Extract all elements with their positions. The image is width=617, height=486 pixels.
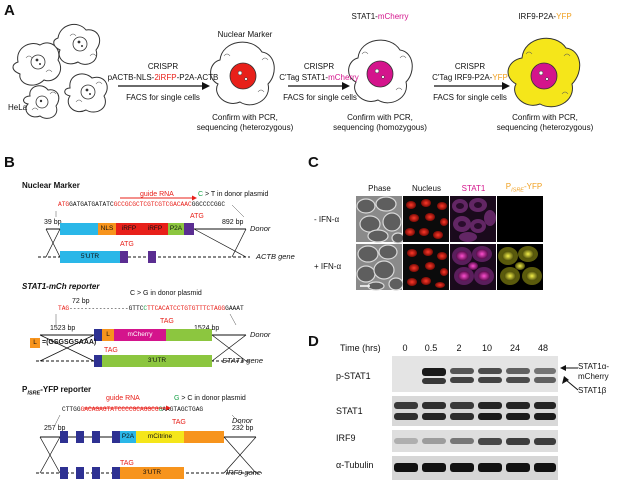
row-irf9: IRF9 <box>336 433 356 443</box>
blot-arrows <box>560 365 579 391</box>
row-plus-ifn: + IFN-α <box>314 262 342 271</box>
stat-mcherry-segment: mCherry <box>127 331 153 338</box>
stat-72bp: 72 bp <box>72 298 90 305</box>
step1-method: CRISPR <box>147 62 179 71</box>
nm-guide-rna: guide RNA <box>140 191 174 198</box>
arrow-stat1b-label: STAT1β <box>578 386 607 395</box>
row-minus-ifn: - IFN-α <box>314 215 340 224</box>
step2-confirm1: Confirm with PCR, <box>347 113 413 122</box>
col-phase: Phase <box>368 184 391 193</box>
step2-construct: C'Tag STAT1-mCherry <box>279 73 359 82</box>
col-nucleus: Nucleus <box>412 184 441 193</box>
micrograph-grid <box>356 196 543 291</box>
time-label: Time (hrs) <box>340 343 381 353</box>
nm-sequence: ATGGATGATGATATCGCCGCGCTCGTCGTCGACAACGGCC… <box>58 201 226 208</box>
hela-label: HeLa <box>8 103 28 112</box>
step2-confirm2: sequencing (homozygous) <box>333 123 427 132</box>
stat-sequence: TAG----------------GTTCCTTCACATCCTGTGTTT… <box>58 305 244 312</box>
nm-donor-label: Donor <box>250 224 271 233</box>
time-48: 48 <box>537 343 548 353</box>
irf-mcitrine-segment: mCitrine <box>147 433 173 440</box>
stat-tag-top: TAG <box>160 318 174 325</box>
nm-title: Nuclear Marker <box>22 181 80 190</box>
step3-confirm1: Confirm with PCR, <box>512 113 578 122</box>
nm-bp-left: 39 bp <box>44 219 62 226</box>
nm-segment-5utr: 5'UTR <box>80 253 100 260</box>
stat-linker-legend-box: L <box>30 338 40 348</box>
irf-tag-top: TAG <box>172 419 186 426</box>
irf-gene-label: IRF9 gene <box>226 468 262 477</box>
row-p-stat1: p-STAT1 <box>336 371 371 381</box>
panel-d-label: D <box>308 333 319 350</box>
irf-sequence: CTTGGGACAGAGTATCCCCGCAGGCGGAAGTAGCTGAG <box>62 406 204 413</box>
step2-facs: FACS for single cells <box>283 93 357 102</box>
step1-confirm1: Confirm with PCR, <box>212 113 278 122</box>
irf-tag-bottom: TAG <box>120 460 134 467</box>
irf-donor-label: Donor <box>232 416 253 425</box>
irf-mutation: G > C in donor plasmid <box>174 395 246 402</box>
step2-method: CRISPR <box>303 62 335 71</box>
irf-3utr-segment: 3'UTR <box>142 469 162 476</box>
step1-confirm2: sequencing (heterozygous) <box>196 123 294 132</box>
row-tubulin: α-Tubulin <box>336 460 374 470</box>
step1-construct: pACTB-NLS-2iRFP-P2A-ACTB <box>107 73 219 82</box>
arrow-stat1a-label: STAT1α-mCherry <box>578 362 609 381</box>
step3-top-label: IRF9-P2A-YFP <box>518 12 572 21</box>
step3-confirm2: sequencing (heterozygous) <box>496 123 594 132</box>
step1-top-label: Nuclear Marker <box>217 30 273 39</box>
stat-gene-label: STAT1 gene <box>222 356 263 365</box>
stat-bp-right: 1524 bp <box>194 325 220 332</box>
stat-diagram <box>36 313 250 367</box>
irf-diagram <box>36 405 262 479</box>
irf-bp-left: 257 bp <box>44 425 66 432</box>
nm-atg-bottom: ATG <box>120 241 134 248</box>
stat-donor-label: Donor <box>250 330 271 339</box>
stat-mutation: C > G in donor plasmid <box>130 290 202 297</box>
col-isre-yfp: PISRE-YFP <box>505 182 543 194</box>
nm-segment-irfp2: iRFP <box>147 225 163 232</box>
step2-top-label: STAT1-mCherry <box>351 12 409 21</box>
row-stat1: STAT1 <box>336 406 363 416</box>
nm-segment-p2a: P2A <box>169 225 183 232</box>
step1-facs: FACS for single cells <box>126 93 200 102</box>
irf-bp-right: 232 bp <box>232 425 254 432</box>
panel-a-cells <box>12 23 581 119</box>
nm-segment-nls: NLS <box>100 225 114 232</box>
panel-c-label: C <box>308 154 319 171</box>
nm-segment-irfp1: iRFP <box>121 225 137 232</box>
panel-a-label: A <box>4 2 15 19</box>
step3-construct: C'Tag IRF9-P2A-YFP <box>432 73 508 82</box>
stat-linker-box: L <box>106 331 110 338</box>
stat-title: STAT1-mCh reporter <box>22 282 100 291</box>
stat-3utr-segment: 3'UTR <box>147 357 167 364</box>
nm-bp-right: 892 bp <box>222 219 244 226</box>
panel-b-label: B <box>4 154 15 171</box>
stat-bp-left: 1523 bp <box>50 325 76 332</box>
stat-linker-sequence: =(GSGSGSAAA) <box>42 339 97 346</box>
time-2: 2 <box>456 343 462 353</box>
time-0-5: 0.5 <box>424 343 438 353</box>
col-stat1: STAT1 <box>461 184 486 193</box>
nm-mutation: C > T in donor plasmid <box>198 191 269 198</box>
time-10: 10 <box>481 343 492 353</box>
step3-method: CRISPR <box>454 62 486 71</box>
time-0: 0 <box>402 343 408 353</box>
nm-gene-label: ACTB gene <box>256 252 295 261</box>
nm-atg-top: ATG <box>190 213 204 220</box>
irf-p2a-segment: P2A <box>121 433 135 440</box>
irf-guide-rna: guide RNA <box>106 395 140 402</box>
step3-facs: FACS for single cells <box>433 93 507 102</box>
time-24: 24 <box>509 343 520 353</box>
stat-tag-bottom: TAG <box>104 347 118 354</box>
irf-title: PISRE-YFP reporter <box>22 385 92 397</box>
western-blot <box>392 356 558 480</box>
nm-diagram <box>38 195 250 263</box>
